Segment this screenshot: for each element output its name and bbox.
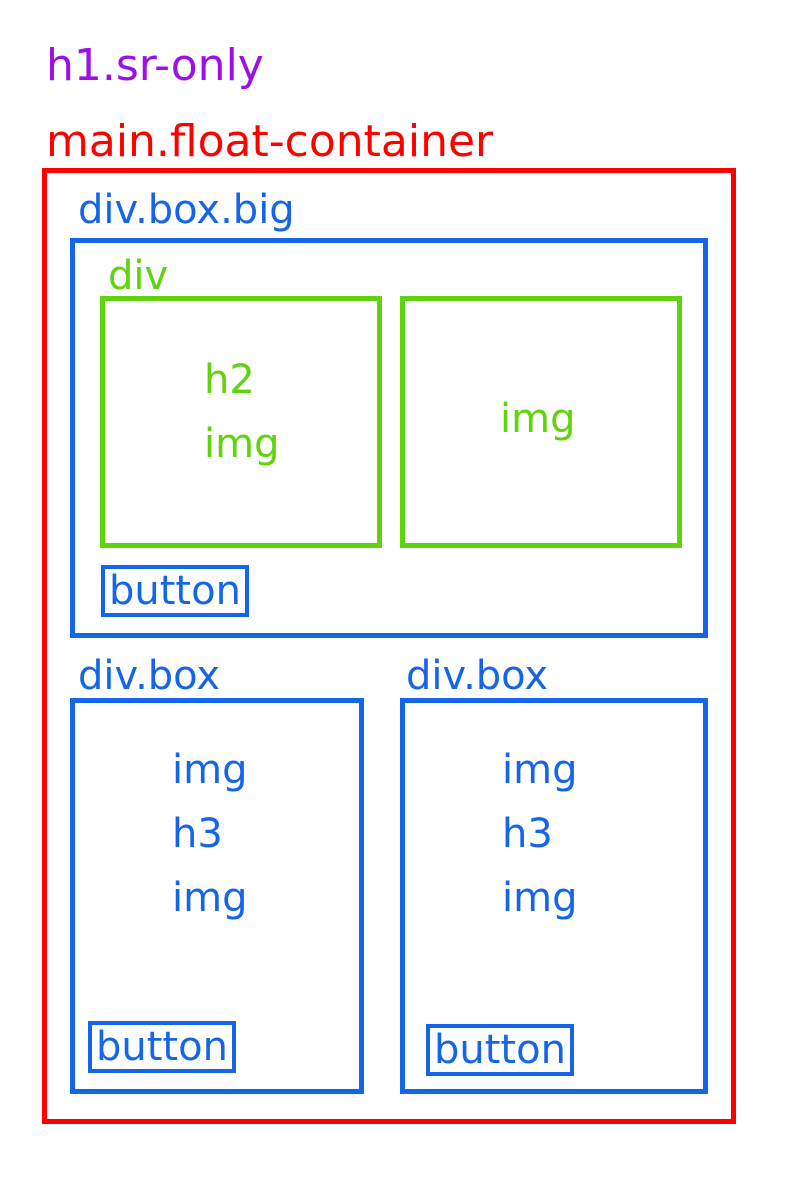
left-card-h2: h2	[204, 357, 255, 403]
right-card	[400, 296, 682, 548]
box-left-img-1: img	[172, 747, 248, 793]
inner-div-label: div	[108, 253, 169, 299]
main-label: main.float-container	[46, 116, 494, 167]
left-card	[100, 296, 382, 548]
box-left-button[interactable]: button	[88, 1021, 236, 1073]
box-right	[400, 698, 708, 1094]
left-card-items: h2 img	[204, 348, 279, 476]
box-right-img-2: img	[502, 875, 578, 921]
box-left-img-2: img	[172, 875, 248, 921]
box-right-label: div.box	[406, 653, 549, 699]
box-big	[70, 238, 708, 638]
left-card-img: img	[204, 421, 280, 467]
main-container-box	[42, 168, 736, 1124]
h1-label: h1.sr-only	[46, 40, 264, 91]
box-left-h3: h3	[172, 811, 223, 857]
right-card-img: img	[500, 396, 576, 442]
box-right-img-1: img	[502, 747, 578, 793]
right-card-items: img	[500, 387, 575, 451]
box-right-items: img h3 img	[502, 738, 577, 930]
box-left	[70, 698, 364, 1094]
box-left-label: div.box	[78, 653, 221, 699]
big-box-button[interactable]: button	[101, 565, 249, 617]
box-right-h3: h3	[502, 811, 553, 857]
box-right-button[interactable]: button	[426, 1024, 574, 1076]
box-left-items: img h3 img	[172, 738, 247, 930]
box-big-label: div.box.big	[78, 187, 295, 233]
